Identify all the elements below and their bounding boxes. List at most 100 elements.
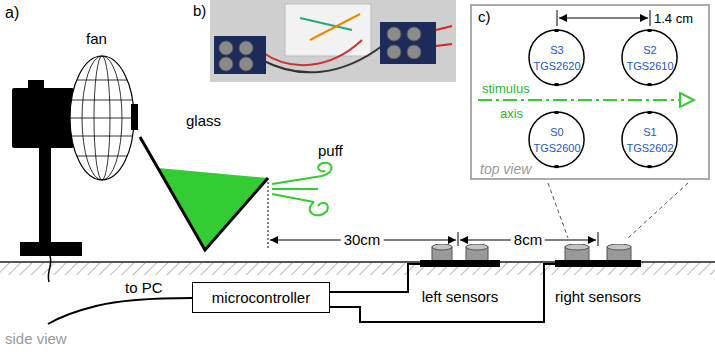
sensor-base [555,260,641,267]
leader-line [548,183,568,238]
puff-curl [310,202,328,215]
sensor-outline [622,30,677,85]
fan-hub [131,104,138,130]
process-box: microcontroller [192,282,330,313]
dimension-tick [598,232,599,246]
sensor-circle: S1TGS2602 [621,111,678,168]
dimension-tick [458,232,459,246]
view-label: side view [5,330,67,347]
axis-label: stimulus [482,80,530,97]
part-label: puff [318,142,343,159]
dimension-tick [650,10,651,26]
part-label: fan [86,30,107,47]
sensor-drawing [555,244,641,267]
fan-cage [70,56,134,180]
sensor-can [219,57,233,71]
panel-label: a) [5,4,19,21]
wire [262,40,362,65]
sensor-cap [565,244,589,250]
sensor-id: S2 [643,43,656,57]
sensor-tab [648,111,652,114]
sensor-model: TGS2620 [533,59,580,73]
sensor-id: S0 [550,125,563,139]
sensor-model: TGS2602 [626,141,673,155]
panel-label: c) [478,8,491,25]
circle-outline [621,111,678,168]
wire [436,44,452,46]
glass-outline [140,137,268,250]
liquid [158,168,268,248]
sensor-can [387,45,401,59]
sensor-tab [648,84,652,87]
sensor-tab [555,111,559,114]
sensor-assembly: left sensors [420,244,500,267]
box-label: microcontroller [212,289,310,306]
sensor-model: TGS2600 [533,141,580,155]
sensor-cap [432,244,452,250]
cable-label: to PC [125,279,163,296]
sensor-tab [555,84,559,87]
sensor-board [380,22,436,64]
fan-cage-wire [77,156,128,157]
breadboard [285,4,371,56]
sensor-drawing [420,244,500,267]
stimulus-axis [478,99,680,101]
sensor-outline [529,30,584,85]
axis-label: axis [500,105,523,122]
sensor-can [407,27,421,41]
panel-label: b) [193,2,206,19]
sensor-cap [466,244,488,250]
sensor-id: S3 [550,43,563,57]
cable [330,264,555,322]
wire [262,46,382,72]
group-label: left sensors [422,288,499,305]
view-label: top view [480,161,531,177]
reference-line [268,182,269,250]
sensor-model: TGS2610 [626,59,673,73]
puff-stroke [272,188,318,190]
fan-motor [12,88,74,148]
fan-cable [48,256,51,282]
puff-stroke [272,176,322,184]
sensor-circle: S2TGS2610 [621,29,678,86]
puff-curl [318,163,331,176]
sensor-can [239,41,253,55]
puff-stroke [272,194,314,202]
sensor-circle: S3TGS2620 [528,29,585,86]
circle-outline [528,111,585,168]
sensor-circle: S0TGS2600 [528,111,585,168]
sensor-tab [648,166,652,169]
part-label: glass [186,112,221,129]
fan-cage-wire [70,118,134,119]
sensor-can [387,27,401,41]
dimension-label: 8cm [511,231,545,248]
sensor-can [407,45,421,59]
photo-background [210,0,456,82]
pc-cable [48,298,192,324]
fan-cage-wire [77,80,128,81]
sensor-id: S1 [643,125,656,139]
wire [310,14,360,40]
fan-pole [39,146,51,244]
dimension-label: 30cm [341,231,384,248]
sensor-tab [648,29,652,32]
sensor-cap [607,244,631,250]
fan-base [20,242,82,256]
sensor-tab [555,166,559,169]
fan-cage-wire [71,100,132,101]
cable [330,264,420,292]
group-label: right sensors [555,288,641,305]
sensor-tab [555,29,559,32]
sensor-board [214,36,266,74]
circle-outline [621,29,678,86]
dimension-label: 1.4 cm [654,10,693,27]
circle-outline [528,29,585,86]
sensor-can [219,41,233,55]
dimension-tick [557,10,558,26]
sensor-outline [529,112,584,167]
sensor-can [239,57,253,71]
axis-arrowhead [680,93,694,107]
sensor-assembly: right sensors [555,244,641,267]
fan-cage-wire [71,136,132,137]
dimension-line [559,18,648,19]
